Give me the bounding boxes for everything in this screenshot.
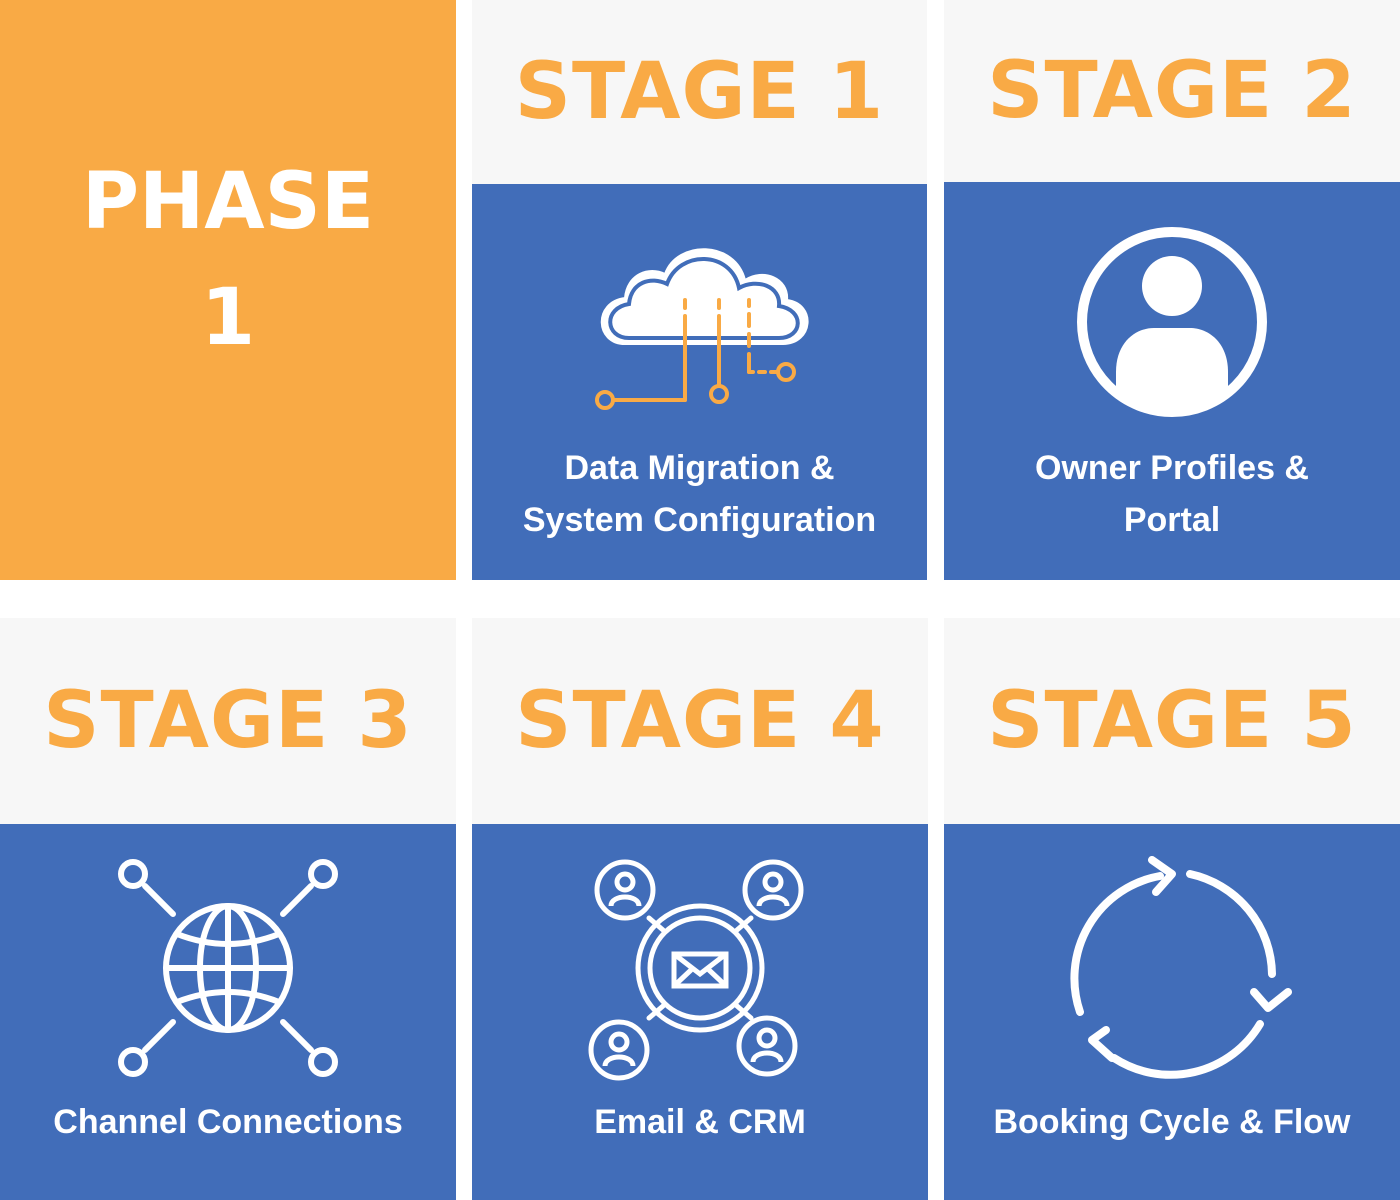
user-profile-icon: [1077, 227, 1267, 417]
stage-5-label-line-1: Booking Cycle & Flow: [993, 1103, 1351, 1141]
stage-4-card: Email & CRM: [472, 824, 928, 1200]
stage-2-card: Owner Profiles & Portal: [944, 182, 1400, 580]
stage-1-label-line-2: System Configuration: [522, 501, 877, 539]
email-network-icon: [588, 859, 804, 1081]
stage-2-label-line-2: Portal: [1123, 501, 1221, 539]
stage-5-header: STAGE 5: [944, 618, 1400, 824]
stage-4-title: STAGE 4: [515, 676, 885, 766]
globe-network-icon: [118, 859, 338, 1077]
stage-2-title: STAGE 2: [987, 46, 1357, 136]
stage-1-title: STAGE 1: [514, 47, 885, 137]
stage-1-header: STAGE 1: [472, 0, 927, 184]
stage-1-card: Data Migration & System Configuration: [472, 184, 927, 580]
stage-4-label-line-1: Email & CRM: [594, 1103, 806, 1141]
stage-3-card: Channel Connections: [0, 824, 456, 1200]
stage-2-label-line-1: Owner Profiles &: [1035, 449, 1309, 487]
stage-1-label-line-1: Data Migration &: [564, 449, 835, 487]
stage-2-header: STAGE 2: [944, 0, 1400, 182]
phase-block: PHASE 1: [0, 0, 456, 580]
cloud-network-icon: [594, 248, 809, 410]
stage-3-label-line-1: Channel Connections: [53, 1103, 403, 1141]
stage-3-title: STAGE 3: [43, 676, 413, 766]
stage-1-label: Data Migration & System Configuration: [472, 442, 927, 546]
phase-title: PHASE: [81, 157, 375, 247]
phase-number: 1: [200, 273, 256, 363]
stage-3-label: Channel Connections: [0, 1096, 456, 1148]
stage-2-label: Owner Profiles & Portal: [944, 442, 1400, 546]
stage-4-label: Email & CRM: [472, 1096, 928, 1148]
stage-5-card: Booking Cycle & Flow: [944, 824, 1400, 1200]
stage-3-header: STAGE 3: [0, 618, 456, 824]
cycle-arrows-icon: [1070, 856, 1292, 1079]
stage-5-title: STAGE 5: [987, 676, 1357, 766]
stage-4-header: STAGE 4: [472, 618, 928, 824]
stage-5-label: Booking Cycle & Flow: [944, 1096, 1400, 1148]
